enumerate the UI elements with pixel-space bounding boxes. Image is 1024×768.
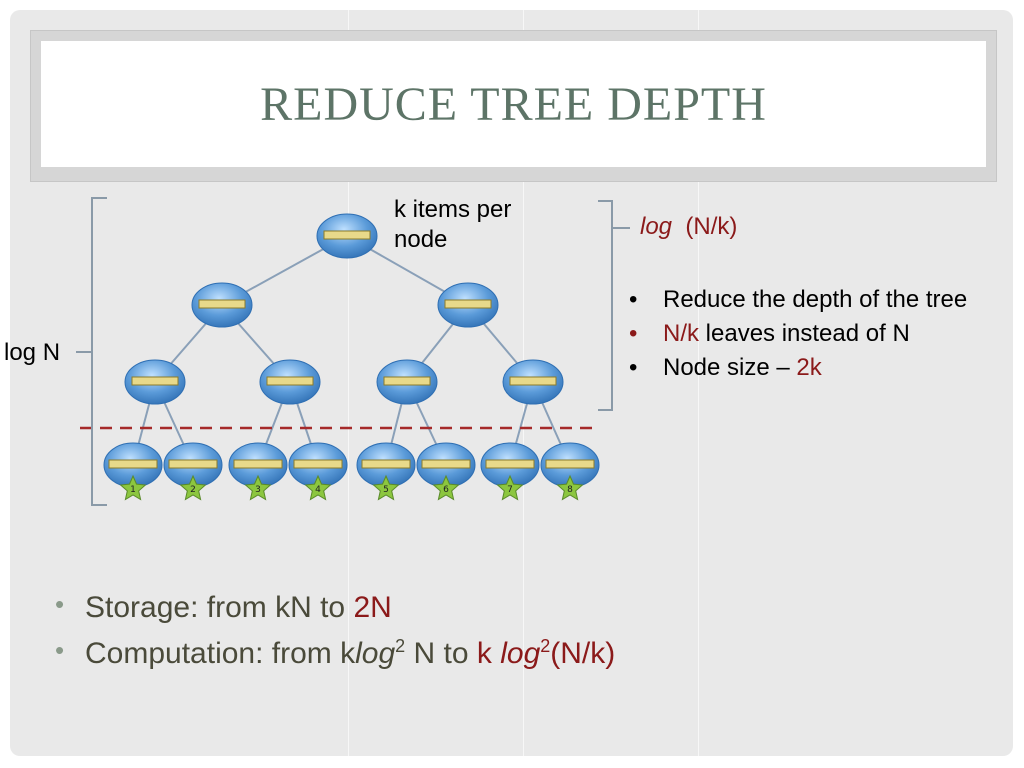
leaf-star-icon — [432, 474, 460, 501]
leaf-star-icon — [372, 474, 400, 501]
leaf-number: 1 — [130, 485, 136, 495]
computation-bullet: •Computation: from klog2 N to k log2(N/k… — [55, 631, 615, 677]
storage-highlight: 2N — [353, 591, 392, 624]
bullet-text: leaves instead of N — [699, 320, 910, 348]
tree-node — [502, 359, 564, 405]
leaf-node: 6 — [416, 442, 476, 501]
comp-end: (N/k) — [550, 636, 616, 670]
tree-node — [437, 282, 499, 328]
title-frame: REDUCE TREE DEPTH — [30, 30, 997, 182]
bullet-dot: • — [629, 286, 638, 313]
comp-k: k — [476, 636, 501, 670]
log-italic: log — [640, 213, 673, 240]
leaf-node: 1 — [103, 442, 163, 501]
bullet-item: • Node size – 2k — [620, 351, 1010, 385]
leaf-star-icon — [244, 474, 272, 501]
bullet-highlight: N/k — [663, 320, 699, 348]
title-box: REDUCE TREE DEPTH — [41, 41, 986, 167]
leaf-node: 2 — [163, 442, 223, 501]
bullet-item: • N/k leaves instead of N — [620, 317, 1010, 351]
slide-title: REDUCE TREE DEPTH — [260, 77, 767, 131]
comp-mid: N to — [405, 636, 477, 670]
leaf-number: 4 — [315, 485, 321, 495]
leaf-star-icon — [496, 474, 524, 501]
bullet-dot: • — [55, 589, 65, 619]
leaf-node: 4 — [288, 442, 348, 501]
right-bullet-list: • Reduce the depth of the tree • N/k leave… — [620, 283, 1010, 385]
leaf-number: 3 — [255, 485, 261, 495]
bullet-text: Node size – — [663, 354, 797, 382]
tree-node-root — [316, 213, 378, 259]
leaf-node: 5 — [356, 442, 416, 501]
leaf-number: 6 — [443, 485, 449, 495]
comp-sup2: 2 — [540, 635, 551, 656]
bullet-highlight: 2k — [796, 354, 822, 382]
k-items-label: k items per node — [394, 196, 512, 253]
background-line — [348, 10, 349, 756]
tree-node — [259, 359, 321, 405]
tree-node — [191, 282, 253, 328]
leaf-star-icon — [119, 474, 147, 501]
leaf-nodes: 1 2 3 4 5 6 7 8 — [103, 442, 600, 501]
comp-sup: 2 — [395, 635, 406, 656]
tree-edges — [132, 235, 571, 466]
leaf-star-icon — [304, 474, 332, 501]
storage-prefix: Storage: from kN to — [85, 591, 354, 624]
slide-background: REDUCE TREE DEPTH — [10, 10, 1013, 756]
leaf-node: 3 — [228, 442, 288, 501]
leaf-number: 8 — [567, 485, 573, 495]
bullet-dot: • — [629, 320, 638, 348]
comp-log: log — [355, 636, 396, 670]
bullet-dot: • — [55, 634, 65, 665]
log-nk-rest: (N/k) — [685, 213, 738, 240]
tree-node — [376, 359, 438, 405]
leaf-star-icon — [556, 474, 584, 501]
bullet-item: • Reduce the depth of the tree — [620, 283, 1010, 317]
log-nk-label: log (N/k) — [640, 212, 737, 242]
bottom-bullet-list: • Storage: from kN to 2N • Computation: fr… — [55, 585, 615, 676]
background-line — [698, 10, 699, 756]
leaf-number: 7 — [507, 485, 513, 495]
storage-bullet: • Storage: from kN to 2N — [55, 585, 615, 631]
bullet-text: Reduce the depth of the tree — [663, 286, 968, 313]
comp-prefix: Computation: from k — [85, 636, 356, 670]
leaf-node: 7 — [480, 442, 540, 501]
tree-node — [124, 359, 186, 405]
comp-log2: log — [500, 636, 541, 670]
leaf-node: 8 — [540, 442, 600, 501]
leaf-number: 5 — [383, 485, 389, 495]
bullet-dot: • — [629, 354, 638, 382]
log-n-label: log N — [4, 339, 61, 366]
right-bracket — [598, 200, 613, 411]
leaf-number: 2 — [190, 485, 196, 495]
leaf-star-icon — [179, 474, 207, 501]
